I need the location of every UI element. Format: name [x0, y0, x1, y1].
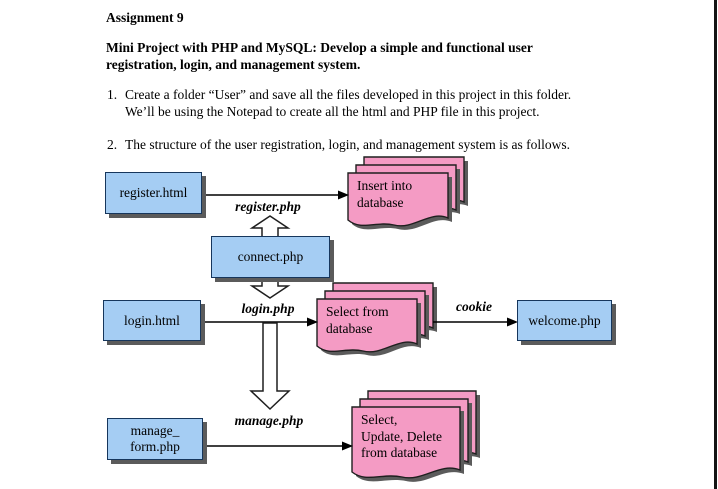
block-arrow-down-short-icon	[249, 277, 291, 299]
page-edge-line	[714, 0, 717, 489]
database-label-insert: Insert into database	[357, 178, 413, 210]
arrow-label-cookie: cookie	[456, 299, 492, 314]
arrow-manage-to-database	[203, 441, 353, 451]
node-connect-php: connect.php	[211, 236, 330, 278]
intro-line-1: Mini Project with PHP and MySQL: Develop…	[106, 40, 533, 55]
node-register-html: register.html	[105, 172, 202, 214]
arrow-register-to-insert	[202, 190, 349, 200]
arrow-label-manage-php: manage.php	[234, 413, 304, 428]
page-title: Assignment 9	[106, 10, 184, 25]
arrow-label-login-php: login.php	[241, 301, 295, 316]
list-item-1-number: 1.	[107, 87, 118, 102]
database-label-manage: Select, Update, Delete from database	[361, 412, 442, 460]
arrow-label-register-php: register.php	[235, 199, 301, 214]
block-arrow-down-long-icon	[249, 322, 291, 411]
node-manage-form-php: manage_ form.php	[107, 418, 203, 460]
arrow-cookie-to-welcome	[433, 317, 518, 327]
database-label-select: Select from database	[326, 304, 389, 336]
intro-line-2: registration, login, and management syst…	[106, 57, 361, 72]
node-welcome-php: welcome.php	[517, 300, 612, 341]
intro-paragraph: Mini Project with PHP and MySQL: Develop…	[106, 39, 533, 73]
list-item-2-text: The structure of the user registration, …	[125, 137, 571, 152]
block-arrow-up-icon	[249, 215, 291, 238]
arrow-login-to-select	[201, 317, 318, 327]
list-item-1-text: Create a folder “User” and save all the …	[125, 87, 572, 119]
list-item-2-number: 2.	[107, 137, 118, 152]
node-login-html: login.html	[103, 300, 201, 341]
